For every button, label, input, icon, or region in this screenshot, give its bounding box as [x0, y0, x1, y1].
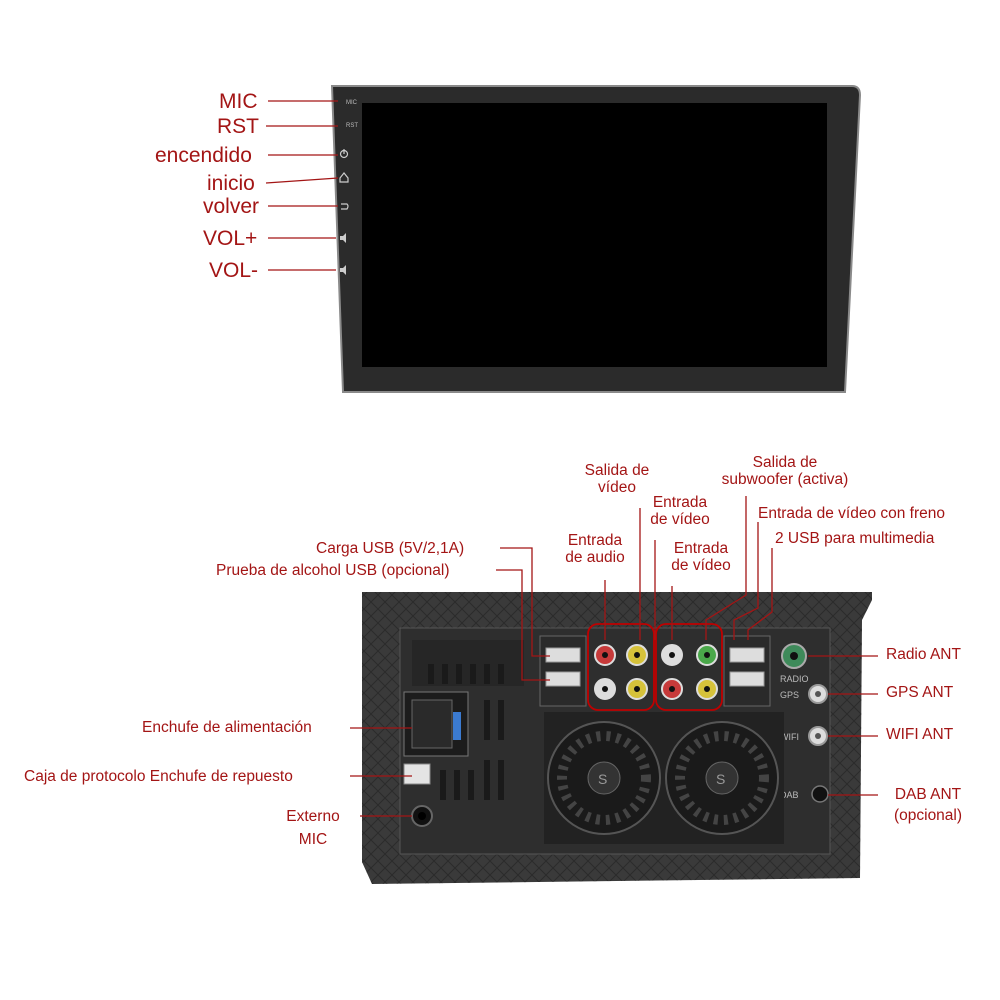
wifi-antenna-port[interactable] — [808, 726, 828, 746]
label-protocol-box: Caja de protocolo Enchufe de repuesto — [24, 768, 293, 785]
label-usb-alcohol: Prueba de alcohol USB (opcional) — [216, 562, 450, 579]
rst-hole-label: RST — [346, 123, 358, 129]
label-back: volver — [203, 195, 260, 218]
power-connector[interactable] — [403, 691, 469, 757]
head-unit-back: RADIO GPS WIFI DAB S S — [362, 592, 872, 884]
cooling-fan-left: S — [544, 712, 664, 844]
head-unit-front: MIC RST — [330, 85, 862, 393]
wifi-port-mark: WIFI — [780, 732, 799, 742]
home-icon[interactable] — [339, 172, 349, 183]
gps-port-mark: GPS — [780, 690, 799, 700]
mic-hole-label: MIC — [346, 100, 358, 106]
rca-group-left[interactable] — [587, 623, 655, 711]
rca-group-middle[interactable] — [655, 623, 723, 711]
label-usb-charge: Carga USB (5V/2,1A) — [316, 540, 465, 557]
label-usb-media: 2 USB para multimedia — [775, 530, 935, 547]
protocol-box-connector[interactable] — [403, 763, 431, 785]
usb-ports-right[interactable] — [723, 635, 771, 707]
side-button-strip: MIC RST — [339, 100, 358, 275]
svg-text:S: S — [716, 771, 725, 787]
gps-antenna-port[interactable] — [808, 684, 828, 704]
label-video-brake: Entrada de vídeo con freno — [758, 505, 945, 522]
label-mic: MIC — [219, 90, 258, 113]
cooling-fan-right: S — [664, 712, 784, 844]
external-mic-jack[interactable] — [411, 805, 433, 827]
radio-antenna-port[interactable] — [781, 643, 807, 669]
label-radio-ant: Radio ANT — [886, 646, 961, 663]
power-icon[interactable] — [339, 149, 349, 159]
usb-ports-left[interactable] — [539, 635, 587, 707]
display-screen — [362, 103, 827, 367]
label-vol-up: VOL+ — [203, 227, 258, 250]
label-power-plug: Enchufe de alimentación — [142, 719, 312, 736]
back-leader-lines — [350, 496, 878, 817]
volume-up-icon[interactable] — [340, 233, 346, 243]
front-leader-lines — [265, 100, 339, 271]
dab-antenna-port[interactable] — [811, 785, 829, 803]
dab-port-mark: DAB — [780, 790, 799, 800]
label-vol-down: VOL- — [209, 259, 259, 282]
label-home: inicio — [207, 172, 255, 195]
svg-text:S: S — [598, 771, 607, 787]
back-icon[interactable] — [341, 203, 349, 210]
volume-down-icon[interactable] — [340, 265, 346, 275]
label-power: encendido — [155, 144, 252, 167]
label-rst: RST — [217, 115, 259, 138]
label-wifi-ant: WIFI ANT — [886, 726, 954, 743]
radio-port-mark: RADIO — [780, 674, 809, 684]
label-gps-ant: GPS ANT — [886, 684, 954, 701]
label-dab-ant: DAB ANT(opcional) — [893, 786, 963, 825]
vent-slots — [412, 640, 524, 800]
